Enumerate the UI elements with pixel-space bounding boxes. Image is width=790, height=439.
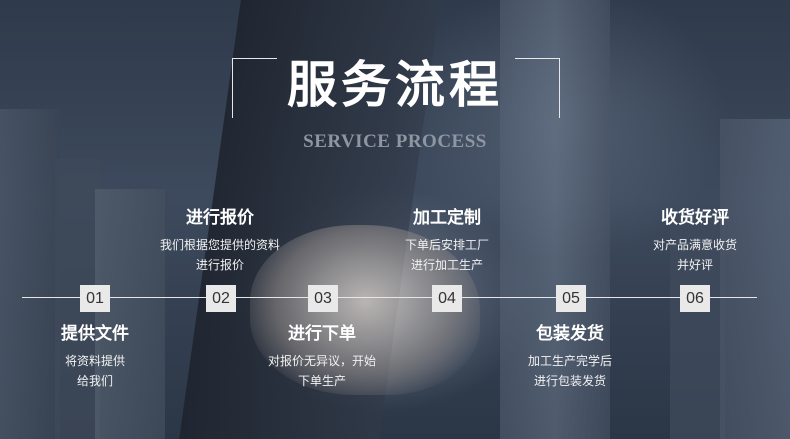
step-custom-processing: 加工定制 下单后安排工厂 进行加工生产 [357, 207, 537, 275]
step-title: 提供文件 [61, 324, 129, 344]
step-desc-line-1: 加工生产完学后 [527, 354, 612, 368]
building-center-tower [500, 0, 610, 439]
step-title: 加工定制 [413, 208, 481, 228]
title-frame-line-left [232, 58, 277, 59]
step-desc-line-2: 进行报价 [195, 258, 244, 272]
step-receive-review: 收货好评 对产品满意收货 并好评 [605, 207, 785, 275]
building-left [0, 109, 60, 439]
title-frame-edge-right [559, 58, 560, 118]
step-number-4: 04 [432, 285, 462, 312]
step-place-order: 进行下单 对报价无异议，开始 下单生产 [232, 323, 412, 391]
step-number-3: 03 [308, 285, 338, 312]
step-number-1: 01 [80, 285, 110, 312]
step-number-2: 02 [206, 285, 236, 312]
step-desc-line-1: 对产品满意收货 [652, 238, 737, 252]
step-desc-line-1: 下单后安排工厂 [404, 238, 489, 252]
step-desc-line-2: 下单生产 [297, 374, 346, 388]
step-desc-line-2: 给我们 [76, 374, 113, 388]
building-right-2 [670, 219, 725, 439]
step-desc-line-1: 对报价无异议，开始 [267, 354, 376, 368]
building-left-3 [95, 189, 165, 439]
step-desc-line-1: 我们根据您提供的资料 [159, 238, 280, 252]
step-quote: 进行报价 我们根据您提供的资料 进行报价 [130, 207, 310, 275]
step-pack-ship: 包装发货 加工生产完学后 进行包装发货 [480, 323, 660, 391]
step-number-5: 05 [556, 285, 586, 312]
timeline-line [22, 297, 757, 298]
title-frame-edge-left [232, 58, 233, 118]
step-desc-line-2: 进行包装发货 [533, 374, 606, 388]
page-subtitle: SERVICE PROCESS [303, 131, 487, 152]
page-title: 服务流程 [287, 56, 503, 114]
title-frame-line-right [515, 58, 560, 59]
step-title: 进行下单 [288, 324, 356, 344]
step-title: 包装发货 [536, 324, 604, 344]
title-frame [232, 58, 560, 118]
step-provide-files: 提供文件 将资料提供 给我们 [5, 323, 185, 391]
step-number-6: 06 [680, 285, 710, 312]
step-desc-line-1: 将资料提供 [64, 354, 125, 368]
building-right [720, 119, 790, 439]
step-title: 进行报价 [186, 208, 254, 228]
step-desc-line-2: 并好评 [676, 258, 713, 272]
step-title: 收货好评 [661, 208, 729, 228]
step-desc-line-2: 进行加工生产 [410, 258, 483, 272]
